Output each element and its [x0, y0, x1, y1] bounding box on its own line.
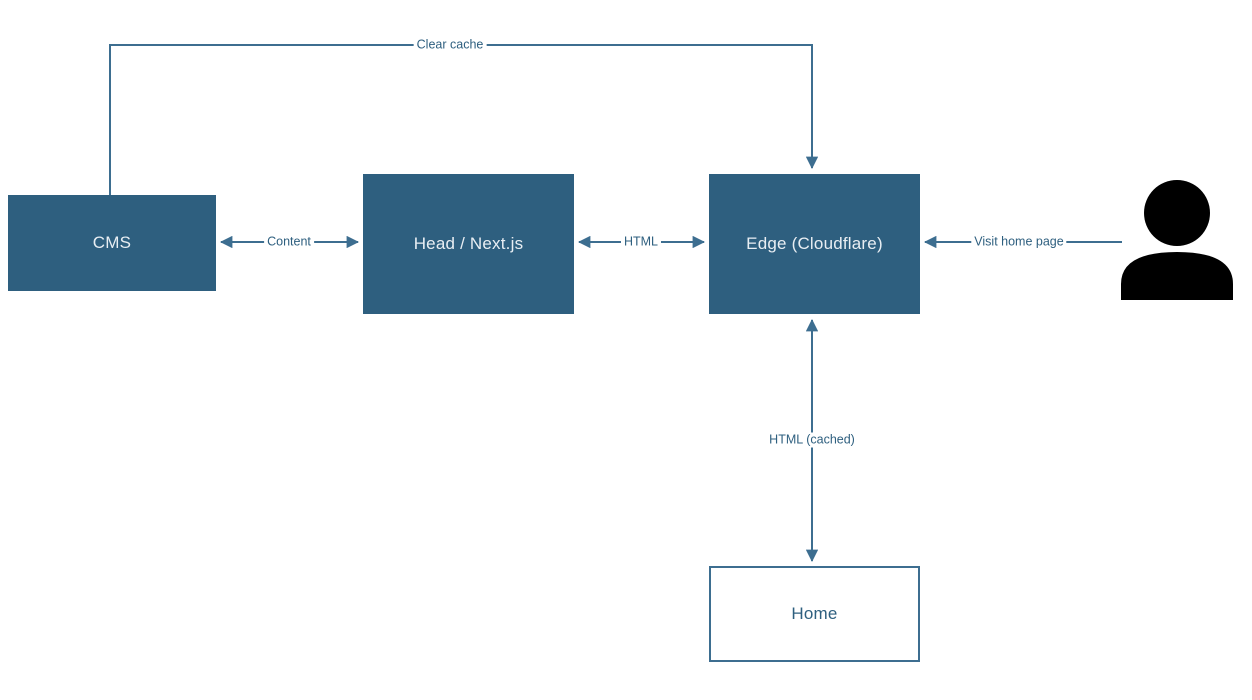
node-head-nextjs[interactable]: Head / Next.js: [363, 174, 574, 314]
edge-label-html-cached: HTML (cached): [766, 432, 858, 448]
edge-label-visit-home-page: Visit home page: [971, 234, 1067, 250]
node-home-label: Home: [791, 604, 838, 623]
edge-label-html: HTML: [620, 234, 662, 250]
connector-clear-cache: [109, 44, 819, 195]
node-head-nextjs-label: Head / Next.js: [413, 234, 524, 253]
node-edge-cloudflare[interactable]: Edge (Cloudflare): [709, 174, 920, 314]
node-cms-label: CMS: [92, 233, 132, 252]
node-edge-cloudflare-label: Edge (Cloudflare): [746, 234, 883, 253]
node-home[interactable]: Home: [709, 566, 920, 662]
node-cms[interactable]: CMS: [8, 195, 216, 291]
edge-label-clear-cache: Clear cache: [413, 37, 487, 53]
edge-label-content: Content: [264, 234, 314, 250]
person-icon: [1121, 180, 1233, 300]
